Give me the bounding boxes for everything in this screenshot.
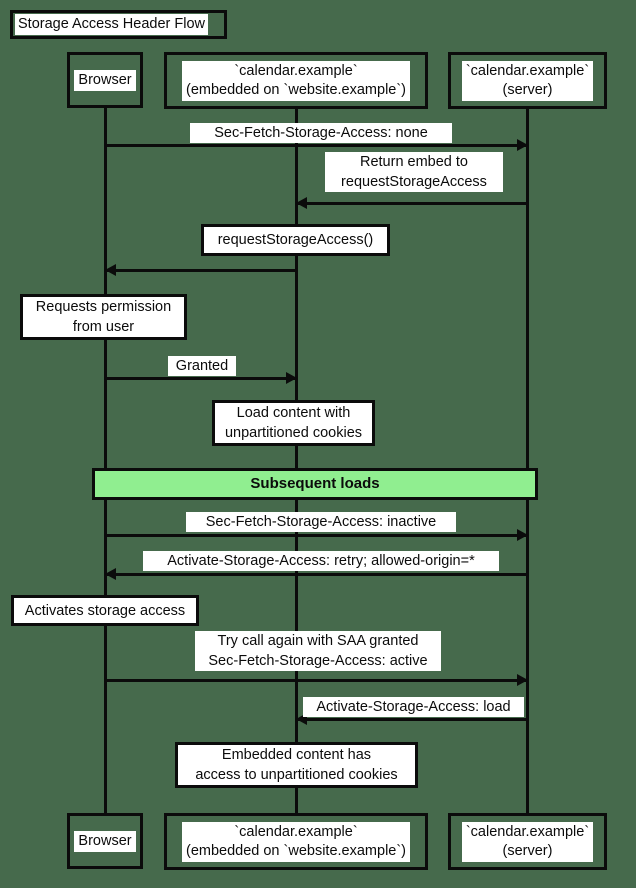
note-requests-permission-label: Requests permission from user (35, 299, 172, 335)
message-label-m4: Granted (168, 356, 236, 376)
message-label-m6: Activate-Storage-Access: retry; allowed-… (143, 551, 499, 571)
note-embedded-content-access: Embedded content has access to unpartiti… (175, 742, 418, 788)
message-line-m5 (105, 534, 527, 537)
participant-server-bottom[interactable]: `calendar.example` (server) (448, 813, 607, 870)
participant-browser-top[interactable]: Browser (67, 52, 143, 108)
arrow-head-m1 (517, 139, 528, 151)
participant-server-top-label: `calendar.example` (server) (461, 60, 594, 101)
note-request-storage-access-label: requestStorageAccess() (217, 232, 374, 248)
note-load-content-label: Load content with unpartitioned cookies (224, 405, 363, 441)
message-line-m2 (296, 202, 527, 205)
diagram-title: Storage Access Header Flow (15, 14, 208, 35)
participant-embed-bottom[interactable]: `calendar.example` (embedded on `website… (164, 813, 428, 870)
message-label-m8: Activate-Storage-Access: load (303, 697, 524, 717)
message-label-m7: Try call again with SAA granted Sec-Fetc… (195, 631, 441, 671)
arrow-head-m2 (296, 197, 307, 209)
note-embedded-content-access-label: Embedded content has access to unpartiti… (195, 747, 398, 783)
participant-browser-bottom[interactable]: Browser (67, 813, 143, 869)
note-load-content: Load content with unpartitioned cookies (212, 400, 375, 446)
participant-embed-top[interactable]: `calendar.example` (embedded on `website… (164, 52, 428, 109)
participant-server-top[interactable]: `calendar.example` (server) (448, 52, 607, 109)
lifeline-server (526, 108, 529, 813)
arrow-head-m6 (105, 568, 116, 580)
arrow-head-m7 (517, 674, 528, 686)
diagram-title-box: Storage Access Header Flow (10, 10, 227, 39)
message-line-m3 (105, 269, 296, 272)
highlight-band-label: Subsequent loads (250, 475, 380, 492)
message-label-m1: Sec-Fetch-Storage-Access: none (190, 123, 452, 143)
arrow-head-m3 (105, 264, 116, 276)
participant-embed-top-label: `calendar.example` (embedded on `website… (181, 60, 411, 101)
message-line-m7 (105, 679, 527, 682)
note-request-storage-access: requestStorageAccess() (201, 224, 390, 256)
message-label-m5: Sec-Fetch-Storage-Access: inactive (186, 512, 456, 532)
message-line-m1 (105, 144, 527, 147)
message-line-m4 (105, 377, 296, 380)
note-activates-storage-access: Activates storage access (11, 595, 199, 626)
arrow-head-m5 (517, 529, 528, 541)
participant-server-bottom-label: `calendar.example` (server) (461, 821, 594, 862)
message-line-m8 (296, 718, 527, 721)
arrow-head-m8 (296, 713, 307, 725)
participant-browser-bottom-label: Browser (74, 830, 136, 852)
arrow-head-m4 (286, 372, 297, 384)
message-label-m2: Return embed to requestStorageAccess (325, 152, 503, 192)
lifeline-browser (104, 108, 107, 813)
message-line-m6 (105, 573, 527, 576)
note-requests-permission: Requests permission from user (20, 294, 187, 340)
lifeline-embed (295, 109, 298, 813)
note-activates-storage-access-label: Activates storage access (24, 602, 186, 619)
participant-browser-top-label: Browser (74, 69, 136, 91)
highlight-band-subsequent-loads: Subsequent loads (92, 468, 538, 500)
participant-embed-bottom-label: `calendar.example` (embedded on `website… (181, 821, 411, 862)
